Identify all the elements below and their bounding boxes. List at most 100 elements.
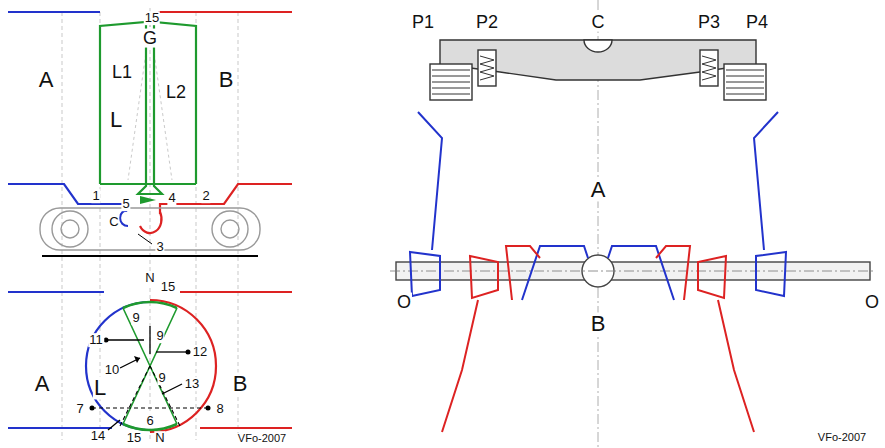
drawing-part <box>442 300 478 432</box>
drawing-part <box>100 183 196 185</box>
drawing-part <box>8 291 104 293</box>
drawing-part <box>92 407 208 408</box>
drawing-part <box>410 112 588 300</box>
drawing-part <box>430 40 766 100</box>
drawing-part <box>756 252 786 296</box>
pin-label: P4 <box>745 13 769 32</box>
callout-number: 10 <box>104 363 120 377</box>
part-letter: L <box>93 376 107 399</box>
drawing-part <box>108 420 120 430</box>
part-letter: C <box>108 215 119 229</box>
drawing-part <box>90 338 211 411</box>
drawing-part <box>206 406 211 411</box>
drawing-part <box>100 22 146 184</box>
callout-number: 5 <box>121 197 130 211</box>
drawing-part <box>160 184 292 214</box>
drawing-part <box>52 211 88 247</box>
drawing-part <box>442 246 540 432</box>
callout-number: 15 <box>160 280 176 294</box>
drawing-part <box>140 196 156 204</box>
drawing-part <box>506 246 540 300</box>
drawing-part <box>140 12 292 233</box>
drawing-part <box>608 246 674 300</box>
drawing-part <box>584 40 612 52</box>
drawing-part <box>390 271 876 272</box>
drawing-part <box>104 338 109 343</box>
drawing-part <box>134 356 140 363</box>
watermark: VFo-2007 <box>237 433 287 445</box>
drawing-part <box>410 112 588 432</box>
drawing-part <box>86 302 150 430</box>
region-letter: A <box>590 178 607 201</box>
drawing-part <box>180 291 292 293</box>
drawing-part <box>62 8 238 440</box>
callout-number: 15 <box>144 11 160 25</box>
part-letter: L <box>109 108 123 131</box>
axis-letter: N <box>144 271 155 285</box>
part-label: L2 <box>165 83 187 102</box>
drawing-part <box>8 12 128 226</box>
callout-number: 8 <box>215 402 224 416</box>
drawing-part <box>42 255 258 257</box>
drawing-part <box>154 22 196 184</box>
callout-number: 11 <box>88 333 104 347</box>
part-letter: G <box>142 29 158 48</box>
part-letter: C <box>591 13 606 32</box>
drawing-part <box>128 24 172 180</box>
drawing-part <box>138 234 152 244</box>
drawing-part <box>149 326 150 354</box>
callout-number: 9 <box>155 329 164 343</box>
drawing-part <box>8 292 150 430</box>
callout-number: 4 <box>167 191 176 205</box>
pin-label: P2 <box>475 13 499 32</box>
callout-number: 15 <box>126 431 142 445</box>
drawing-part <box>106 326 188 430</box>
drawing-part <box>608 112 786 300</box>
drawing-part <box>140 212 162 233</box>
drawing-part <box>128 24 172 180</box>
callout-number: 3 <box>155 240 164 254</box>
drawing-part <box>61 220 79 238</box>
axis-letter: O <box>396 293 412 312</box>
drawing-part <box>138 170 162 194</box>
axis-letter: N <box>154 431 165 445</box>
drawing-part <box>212 211 248 247</box>
drawing-part <box>8 11 100 13</box>
drawing-part <box>40 208 260 250</box>
drawing-part <box>754 112 778 250</box>
drawing-part <box>158 11 292 13</box>
drawing-part <box>162 384 182 394</box>
drawing-part <box>40 208 260 250</box>
region-letter: A <box>34 372 51 395</box>
callout-number: 2 <box>201 189 210 203</box>
drawing-part <box>106 339 144 340</box>
callout-number: 14 <box>90 429 106 443</box>
drawing-part <box>186 350 191 355</box>
callout-number: 7 <box>75 402 84 416</box>
drawing-part <box>410 252 440 296</box>
drawing-part <box>120 210 128 226</box>
drawing-part <box>470 256 498 298</box>
drawing-part <box>221 220 239 238</box>
drawing-part <box>90 406 95 411</box>
pin-label: P3 <box>697 13 721 32</box>
callout-number: 9 <box>157 371 166 385</box>
drawing-part <box>522 246 588 300</box>
drawing-part <box>608 112 786 432</box>
watermark: VFo-2007 <box>817 432 867 444</box>
drawing-part <box>150 300 216 432</box>
drawing-part <box>123 302 177 308</box>
region-letter: B <box>590 312 607 335</box>
callout-number: 12 <box>192 345 208 359</box>
callout-number: 9 <box>131 311 140 325</box>
part-label: L1 <box>111 63 133 82</box>
drawing-part <box>200 427 292 429</box>
callout-number: 1 <box>91 189 100 203</box>
axis-letter: O <box>864 293 880 312</box>
drawing-part <box>62 8 238 440</box>
region-letter: B <box>218 68 235 91</box>
drawing-part <box>698 256 726 298</box>
region-letter: B <box>232 372 249 395</box>
drawing-part <box>418 112 442 250</box>
drawing-part <box>100 22 196 194</box>
